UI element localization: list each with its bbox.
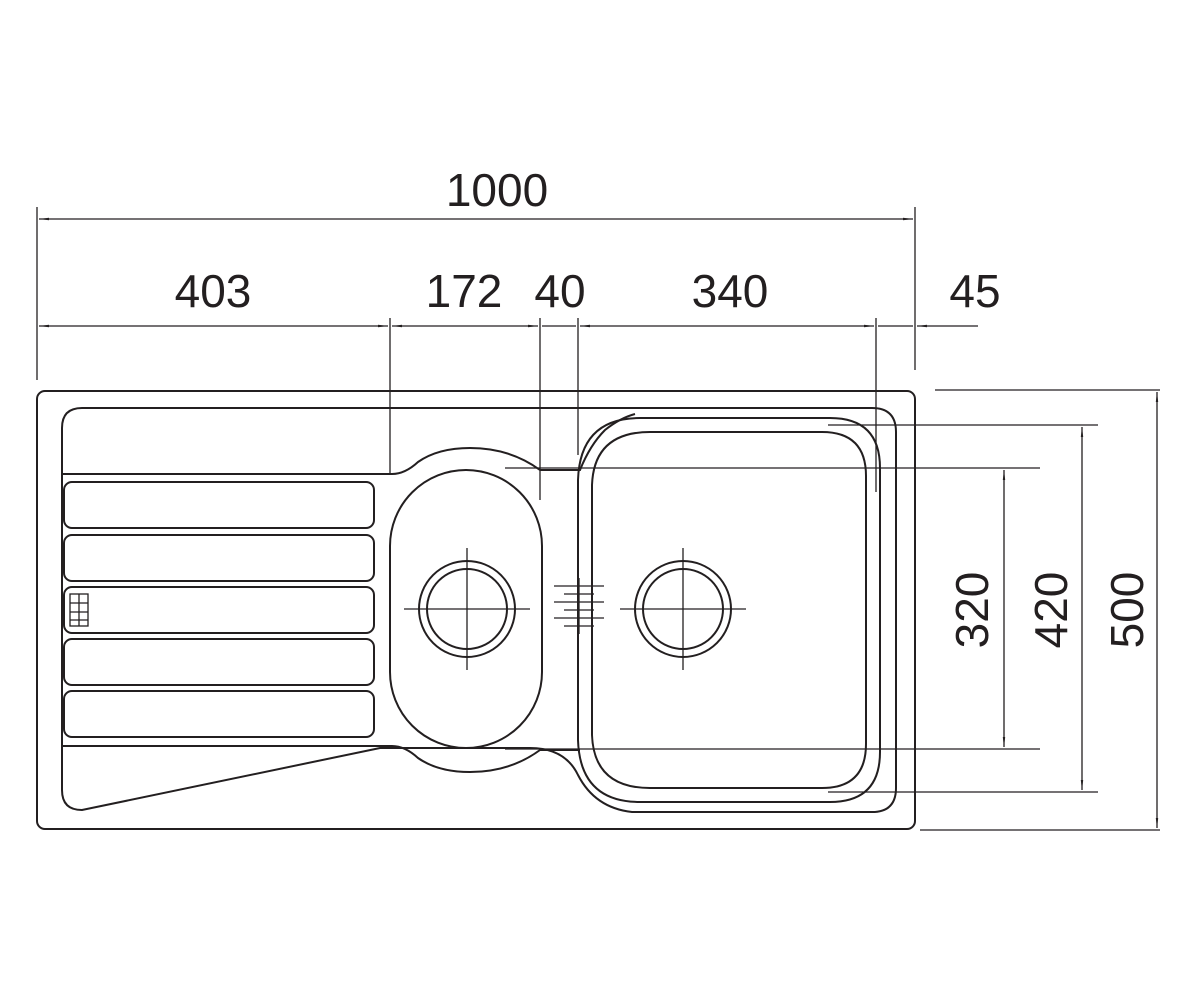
drainer-ribs <box>63 481 375 738</box>
drainer-surround <box>62 413 636 475</box>
small-bowl <box>389 469 543 749</box>
sink-plate <box>36 390 916 830</box>
dim-bowl-inner-depth: 320 <box>946 572 998 649</box>
dim-small-bowl-width: 172 <box>426 265 503 317</box>
large-bowl <box>577 417 881 803</box>
large-bowl-inner <box>591 431 867 789</box>
drainer-grid-marker-icon <box>69 593 89 627</box>
dim-bowl-gap: 40 <box>534 265 585 317</box>
sink-rim <box>61 407 897 813</box>
vertical-dimensions: 320 420 500 <box>505 389 1160 831</box>
sink-outline <box>36 390 916 830</box>
small-bowl-outer <box>389 469 543 749</box>
drainer-rib-icon <box>63 638 375 686</box>
dim-overall-width: 1000 <box>446 164 548 216</box>
drainer-surround-bottom <box>62 745 580 774</box>
large-bowl-outer <box>577 417 881 803</box>
dim-bowl-outer-depth: 420 <box>1025 572 1077 649</box>
dim-large-bowl-width: 340 <box>692 265 769 317</box>
drainer-rib-icon <box>63 481 375 529</box>
dim-overall-depth: 500 <box>1101 572 1153 649</box>
horizontal-dimensions: 1000 403 172 40 340 45 <box>36 164 1001 500</box>
drainer-rib-icon <box>63 586 375 634</box>
dim-drainer-width: 403 <box>175 265 252 317</box>
drainer-rib-icon <box>63 534 375 582</box>
drainer-rib-icon <box>63 690 375 738</box>
dim-right-margin: 45 <box>949 265 1000 317</box>
